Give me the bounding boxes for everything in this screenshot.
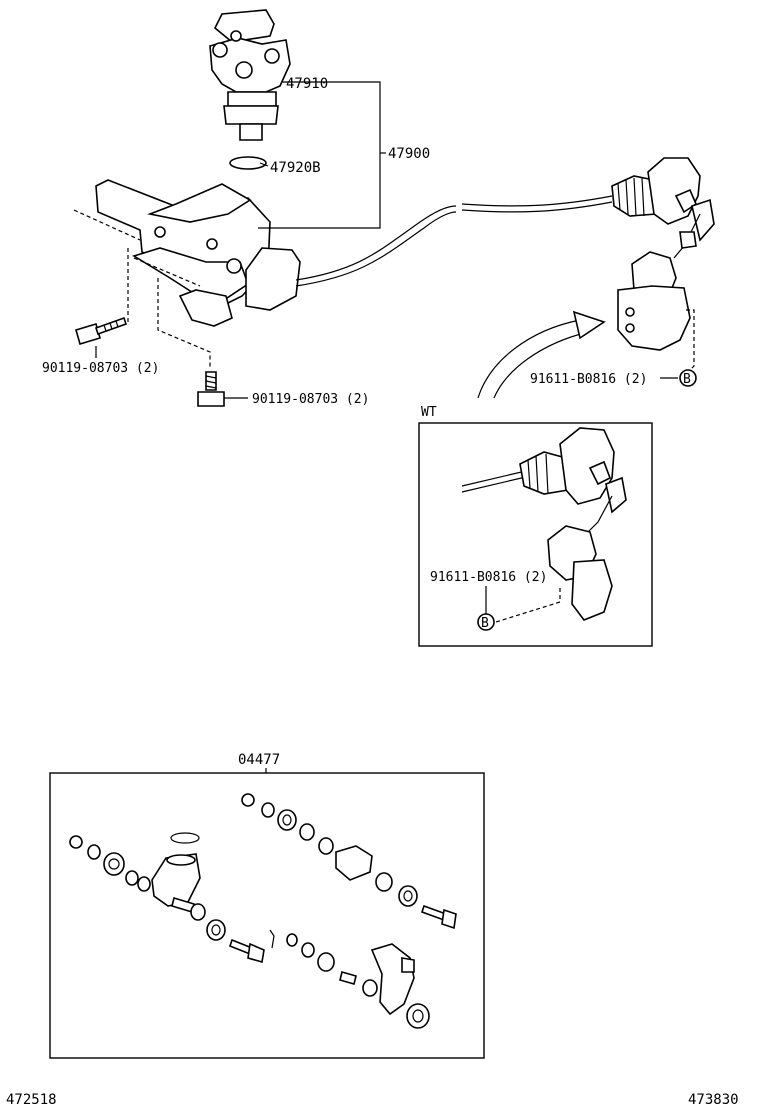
kit-link-arm	[370, 943, 415, 1016]
wt-sensor-arm[interactable]	[461, 427, 627, 533]
callout-47910: 47910	[286, 76, 328, 92]
reference-marker-b-main: B	[679, 369, 697, 387]
o-ring[interactable]	[229, 156, 267, 170]
callout-47900: 47900	[388, 146, 430, 162]
wt-link-bracket[interactable]	[495, 525, 613, 623]
control-cable	[295, 195, 613, 287]
mounting-guide-lines	[73, 209, 211, 368]
kit-ring	[317, 952, 335, 972]
callout-bolt-main: 91611-B0816 (2)	[530, 372, 647, 387]
kit-bolt-head	[247, 942, 265, 964]
kit-nut	[241, 793, 255, 807]
valve-bracket[interactable]	[95, 179, 301, 327]
wt-inset-title: WT	[421, 405, 437, 420]
kit-ring	[190, 903, 206, 921]
reference-marker-b-wt: B	[477, 613, 495, 631]
callout-bolt-lower: 90119-08703 (2)	[252, 392, 369, 407]
kit-seal	[398, 885, 418, 907]
kit-components	[69, 793, 457, 1029]
flange-bolt-upper[interactable]	[75, 316, 128, 345]
height-control-link-bracket[interactable]	[617, 251, 695, 373]
footer-right-code: 473830	[688, 1092, 739, 1108]
wt-inset-frame	[418, 422, 653, 647]
kit-nut	[69, 835, 83, 849]
kit-seal	[206, 919, 226, 941]
kit-bolt-head	[441, 908, 457, 930]
kit-clip	[269, 929, 275, 949]
callout-bolt-upper: 90119-08703 (2)	[42, 361, 159, 376]
valve-body[interactable]	[209, 9, 291, 141]
kit-washer	[301, 942, 315, 958]
kit-spacer	[339, 971, 357, 985]
svg-text:B: B	[481, 616, 489, 631]
callout-47920b: 47920B	[270, 160, 321, 176]
kit-ring	[125, 870, 139, 886]
kit-bushing	[406, 1003, 430, 1029]
kit-ring	[375, 872, 393, 892]
kit-ring	[362, 979, 378, 997]
svg-text:B: B	[683, 372, 691, 387]
kit-seal	[277, 809, 297, 831]
kit-bushing	[335, 845, 373, 881]
kit-washer	[87, 844, 101, 860]
footer-left-code: 472518	[6, 1092, 57, 1108]
callout-04477: 04477	[238, 752, 280, 768]
flange-bolt-lower[interactable]	[197, 371, 225, 407]
repair-kit-frame	[49, 772, 485, 1059]
kit-ring	[318, 837, 334, 855]
callout-bolt-wt: 91611-B0816 (2)	[430, 570, 547, 585]
kit-washer	[261, 802, 275, 818]
inset-pointer-arrow	[477, 310, 606, 399]
kit-o-ring	[170, 832, 200, 844]
kit-ring	[137, 876, 151, 892]
sensor-arm[interactable]	[611, 157, 715, 259]
callout-lines	[95, 81, 678, 399]
kit-ring	[299, 823, 315, 841]
kit-nut	[286, 933, 298, 947]
kit-seal	[103, 852, 125, 876]
